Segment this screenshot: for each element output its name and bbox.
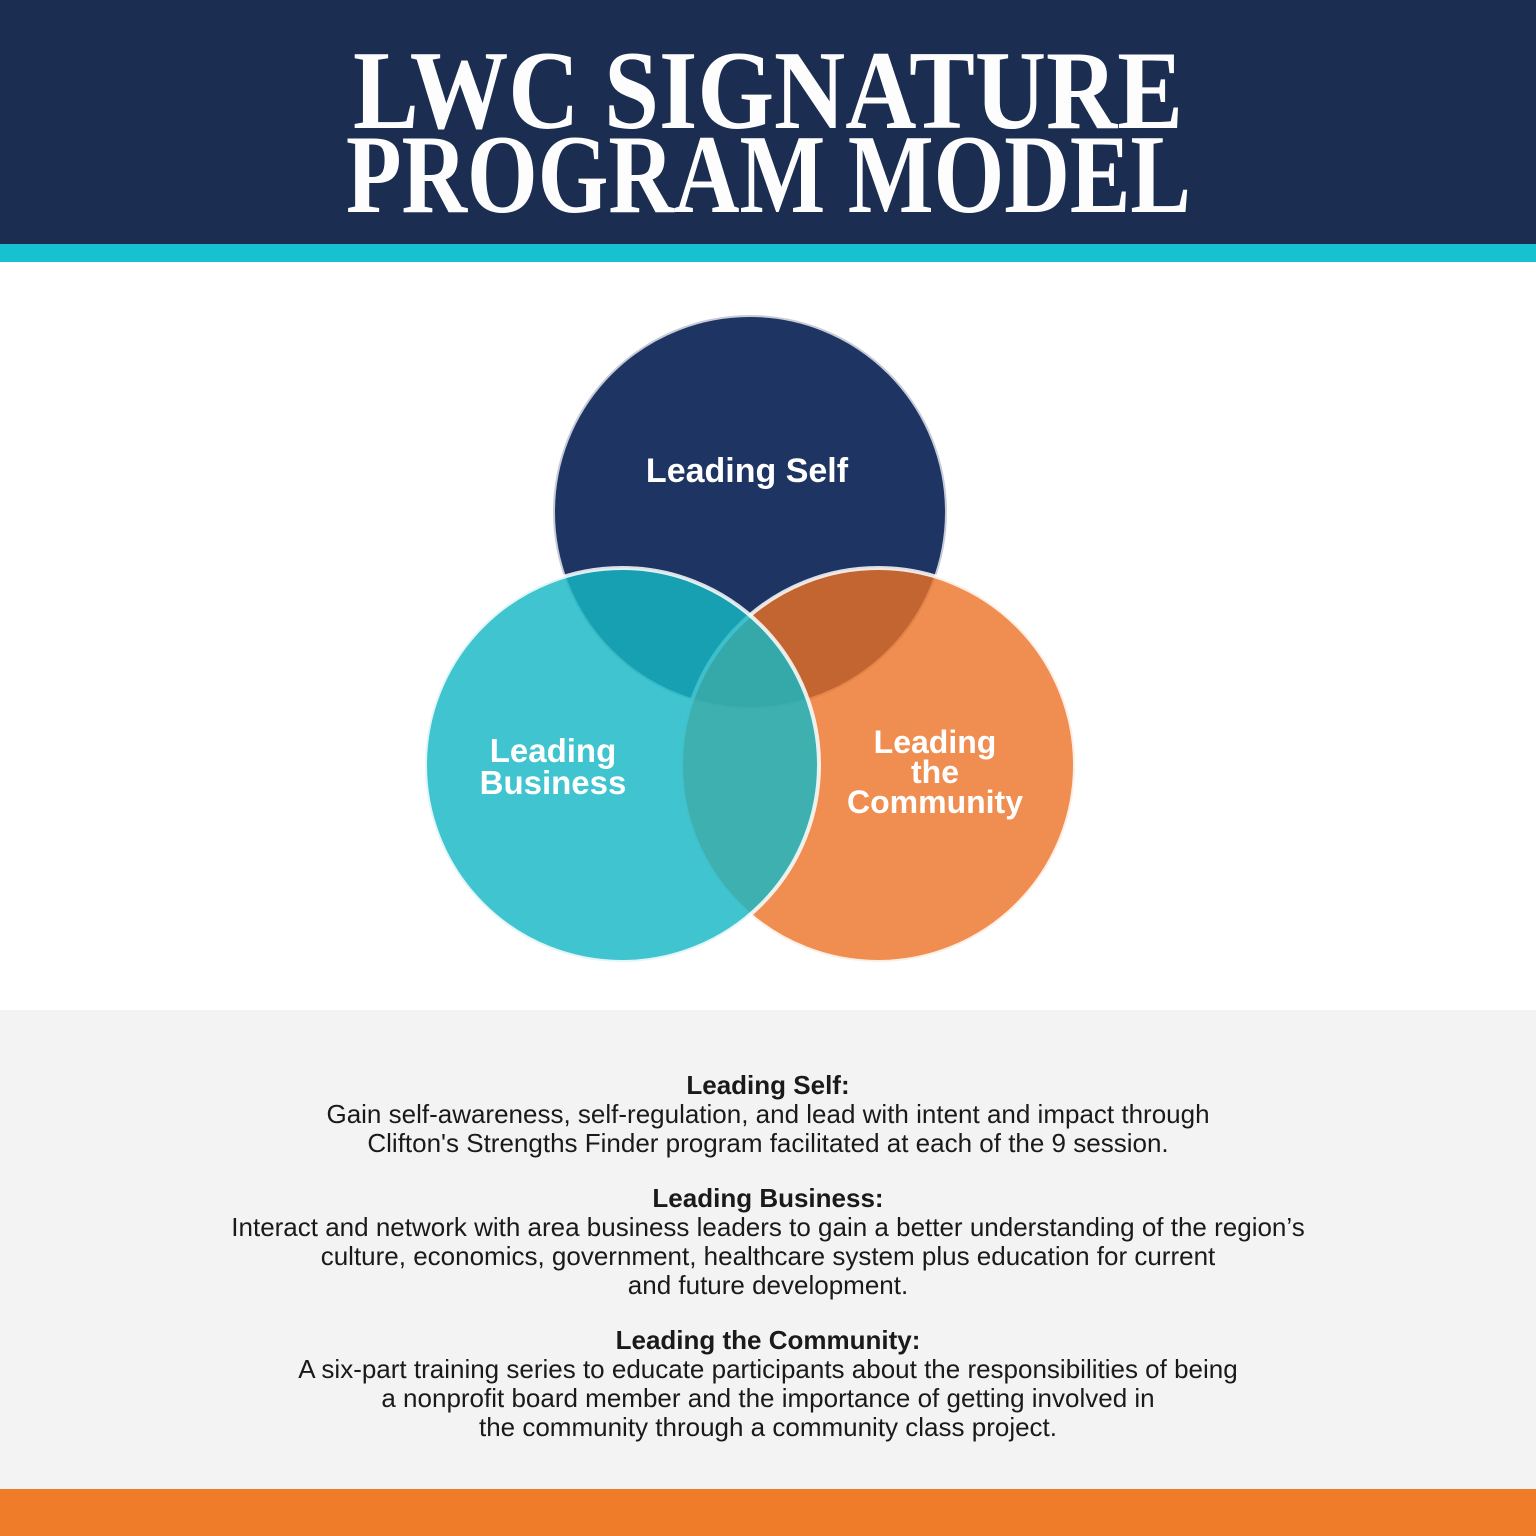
- description-title: Leading Business:: [652, 1183, 884, 1213]
- description-line: culture, economics, government, healthca…: [320, 1241, 1216, 1271]
- description-leading-self: Leading Self: Gain self-awareness, self-…: [0, 1071, 1536, 1158]
- leading-self-label: Leading Self: [645, 452, 849, 490]
- description-title: Leading Self:: [686, 1070, 850, 1100]
- page-title: LWC SIGNATURE PROGRAM MODEL: [346, 29, 1191, 237]
- description-line: and future development.: [627, 1270, 909, 1300]
- description-line: Gain self-awareness, self-regulation, an…: [326, 1099, 1210, 1129]
- header-banner: LWC SIGNATURE PROGRAM MODEL: [0, 0, 1536, 244]
- teal-divider-stripe: [0, 244, 1536, 262]
- description-line: Clifton's Strengths Finder program facil…: [367, 1128, 1169, 1158]
- description-title: Leading the Community:: [615, 1325, 921, 1355]
- title-line-1: LWC SIGNATURE: [353, 29, 1183, 153]
- venn-diagram: [423, 313, 1077, 964]
- leading-business-circle: [423, 566, 821, 964]
- footer-bar: [0, 1489, 1536, 1536]
- description-line: the community through a community class …: [478, 1412, 1058, 1442]
- description-leading-community: Leading the Community: A six-part traini…: [0, 1326, 1536, 1442]
- description-line: A six-part training series to educate pa…: [298, 1354, 1238, 1384]
- description-leading-business: Leading Business: Interact and network w…: [0, 1184, 1536, 1300]
- leading-business-label: Leading Business: [479, 732, 627, 801]
- description-line: Interact and network with area business …: [231, 1212, 1305, 1242]
- title-line-2: PROGRAM MODEL: [346, 113, 1191, 237]
- descriptions-section: Leading Self: Gain self-awareness, self-…: [0, 1010, 1536, 1489]
- leading-community-label: Leading the Community: [847, 724, 1023, 820]
- venn-diagram-section: Leading Self Leading Business Leading th…: [0, 262, 1536, 1010]
- description-line: a nonprofit board member and the importa…: [381, 1383, 1155, 1413]
